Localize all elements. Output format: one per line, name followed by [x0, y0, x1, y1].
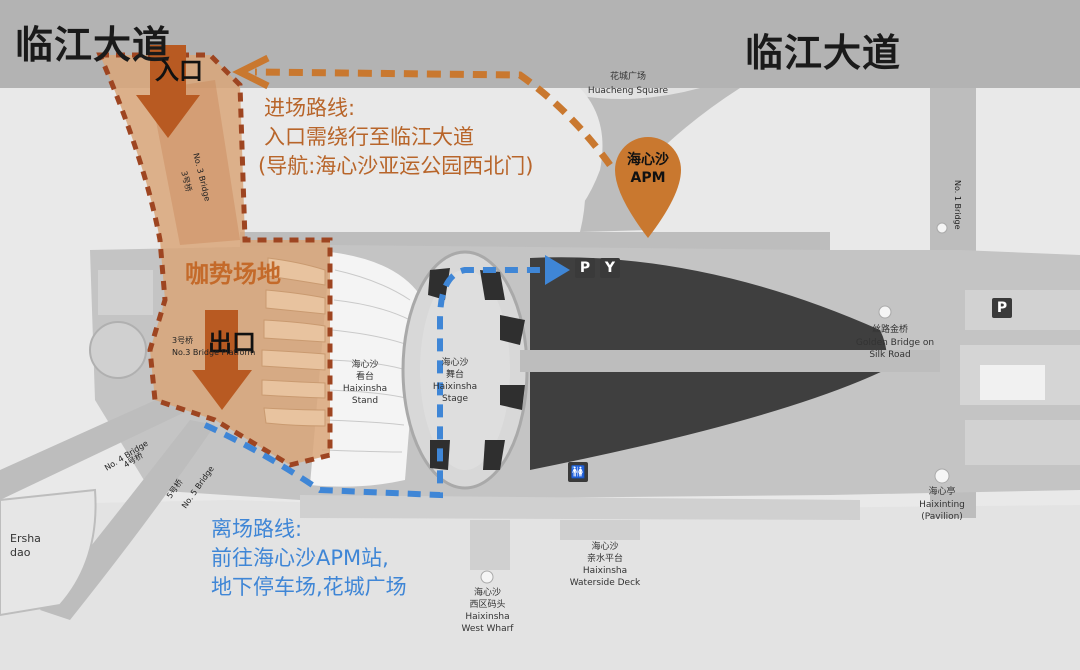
- stage-cn: 海心沙: [441, 358, 469, 368]
- west-circle: [89, 321, 147, 379]
- east-building-1: [965, 290, 1080, 330]
- venue-name: 咖势场地: [185, 260, 281, 288]
- venue-platform-en: No.3 Bridge Platform: [172, 348, 256, 357]
- exit-route-title: 离场路线:: [211, 517, 303, 541]
- exit-route-arrowhead: [545, 255, 570, 285]
- stage-en2: Stage: [441, 394, 468, 404]
- metro-icon: Y: [600, 258, 620, 278]
- entry-route-title: 进场路线:: [264, 96, 356, 120]
- ersha-island: [0, 488, 97, 617]
- silk-en: Golden Bridge on: [855, 338, 935, 348]
- bridge1-label: No. 1 Bridge: [953, 180, 962, 230]
- bridge1-marker: [936, 222, 948, 234]
- east-building-3: [980, 365, 1045, 400]
- entrance-arrow: [136, 45, 200, 138]
- silk-marker: [878, 305, 892, 319]
- west-block: [98, 270, 153, 315]
- wharf-en: Haixinsha: [465, 612, 510, 622]
- entrance-label: 入口: [155, 57, 203, 85]
- road-title-left: 临江大道: [15, 23, 172, 67]
- deck-cn: 海心沙: [591, 542, 619, 552]
- venue-terraces: [261, 257, 326, 427]
- river-area: [0, 500, 1080, 670]
- stand-en2: Stand: [351, 396, 379, 406]
- wharf-cn2: 西区码头: [469, 600, 506, 610]
- entry-route-arrowhead: [232, 54, 270, 90]
- entry-route-line2: (导航:海心沙亚运公园西北门): [258, 154, 534, 178]
- apm-pin-line1: 海心沙: [627, 152, 669, 168]
- stand-rows: [321, 269, 411, 453]
- wharf-cn: 海心沙: [473, 588, 501, 598]
- exit-route-line2: 地下停车场,花城广场: [211, 575, 407, 599]
- exit-arrow: [192, 310, 252, 410]
- stage-sails: [428, 268, 525, 470]
- restroom-icon: 🚻: [568, 462, 588, 482]
- stand-seating: [310, 252, 420, 487]
- east-building-4: [965, 420, 1080, 465]
- wharf-marker: [480, 570, 494, 584]
- huacheng-en: Huacheng Square: [587, 86, 669, 96]
- south-promenade: [300, 495, 860, 520]
- ersha-line1: Ersha: [10, 532, 41, 545]
- road-title-right: 临江大道: [745, 31, 902, 75]
- huacheng-cn: 花城广场: [609, 72, 646, 82]
- stage-cn2: 舞台: [445, 370, 464, 380]
- stage-en: Haixinsha: [432, 382, 478, 392]
- pavilion-en: Haixinting: [919, 500, 965, 510]
- apm-pin-icon: [615, 137, 681, 238]
- no4-bridge: [0, 398, 185, 500]
- upper-plaza: [240, 88, 603, 230]
- venue-platform-cn: 3号桥: [172, 336, 194, 345]
- deck-en: Haixinsha: [582, 566, 628, 576]
- entry-route-line: [254, 68, 613, 168]
- pavilion-marker: [934, 468, 950, 484]
- silk-cn: 丝路金桥: [871, 325, 908, 335]
- stand-cn: 海心沙: [351, 360, 379, 370]
- west-wharf-pier: [470, 520, 510, 570]
- pavilion-en2: (Pavilion): [921, 512, 963, 522]
- parking-icon: P: [575, 258, 595, 278]
- waterside-deck: [560, 520, 640, 540]
- silk-road-bridge: [520, 350, 940, 372]
- venue-boundary: [96, 52, 333, 468]
- exit-route-line1: 前往海心沙APM站,: [211, 546, 389, 570]
- deck-cn2: 亲水平台: [586, 554, 623, 564]
- exit-route-line: [203, 267, 545, 499]
- apm-pin-line2: APM: [630, 170, 666, 186]
- silk-en2: Silk Road: [869, 350, 911, 360]
- wharf-en2: West Wharf: [461, 624, 514, 634]
- stand-en: Haixinsha: [342, 384, 388, 394]
- pavilion-cn: 海心亭: [928, 487, 956, 497]
- parking-icon: P: [992, 298, 1012, 318]
- entry-route-line1: 入口需绕行至临江大道: [264, 125, 474, 149]
- ersha-line2: dao: [10, 546, 31, 559]
- deck-en2: Waterside Deck: [569, 578, 641, 588]
- stand-cn2: 看台: [355, 372, 374, 382]
